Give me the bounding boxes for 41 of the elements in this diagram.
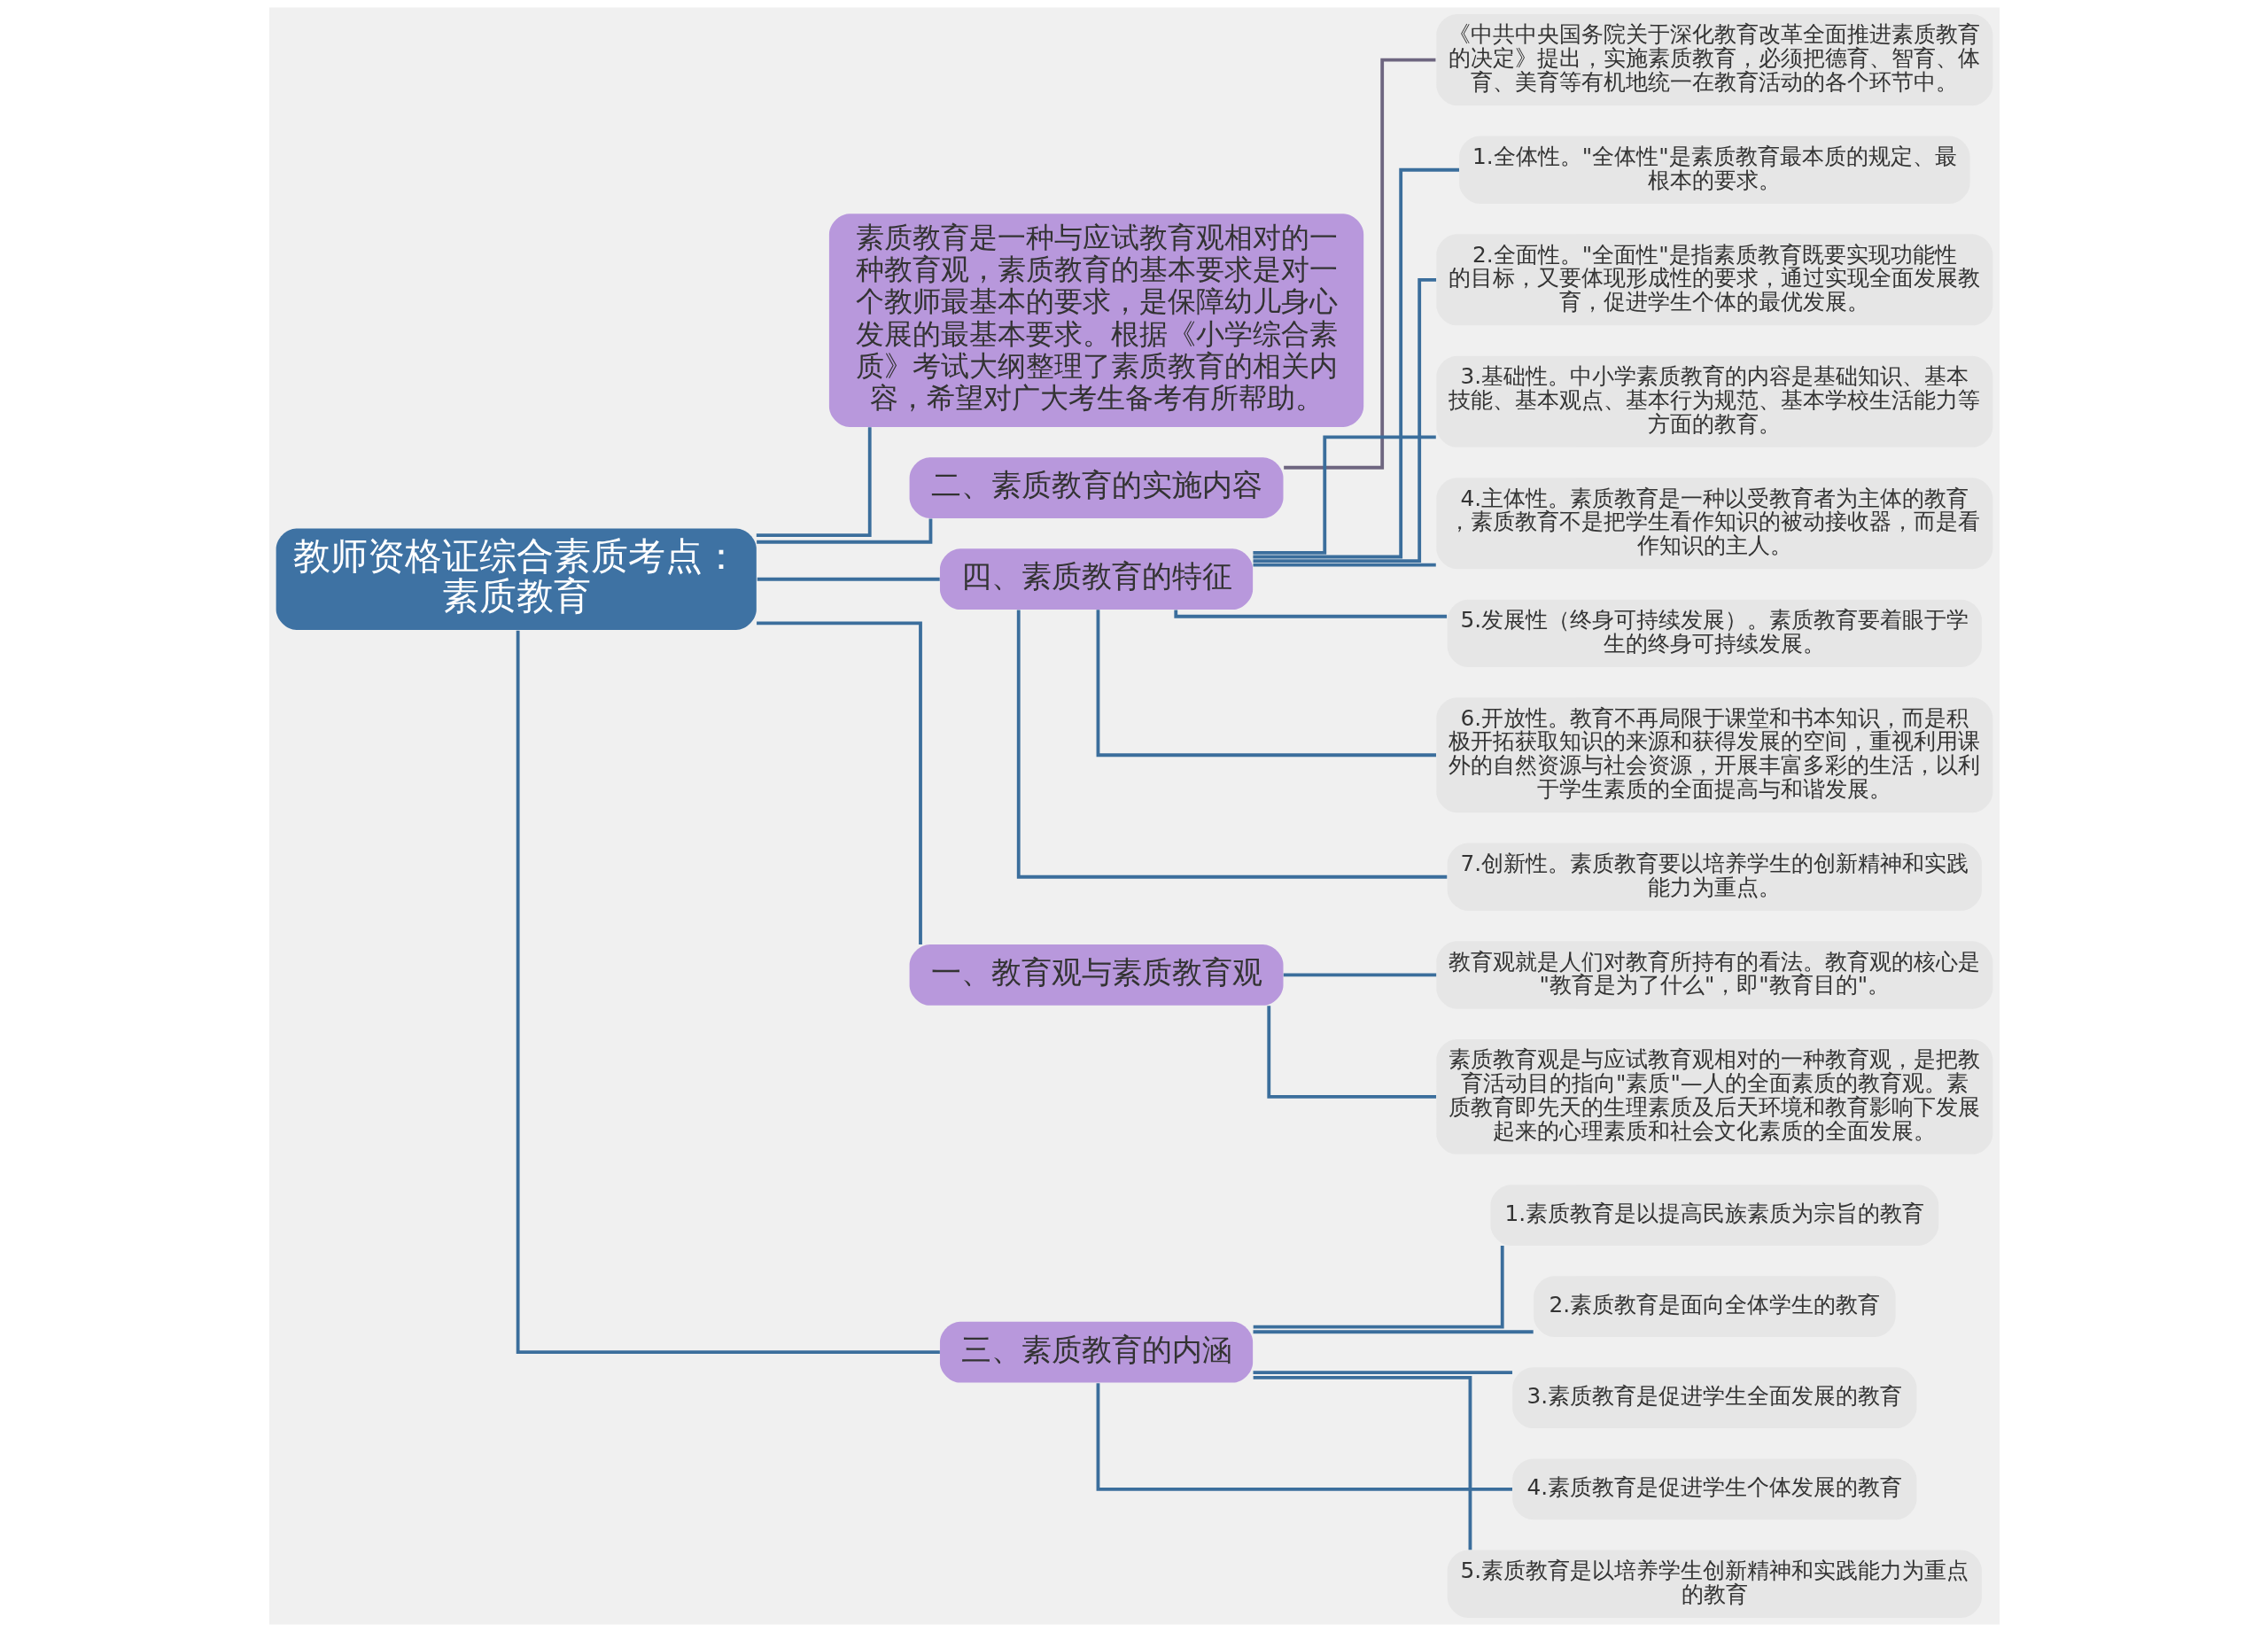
node-box: 4.主体性。素质教育是一种以受教育者为主体的教育，素质教育不是把学生看作知识的被动接收器，而是看作知识的主人。 (1435, 478, 1992, 570)
connector (1266, 1006, 1436, 1099)
connector (1173, 610, 1447, 618)
connector (1253, 1375, 1472, 1550)
node-box: 教师资格证综合素质考点：素质教育 (276, 528, 757, 630)
connector (1253, 1371, 1512, 1374)
connector (1016, 610, 1447, 879)
connector (1096, 1383, 1512, 1491)
node-box: 三、素质教育的内涵 (939, 1321, 1253, 1383)
node-box: 7.创新性。素质教育要以培养学生的创新精神和实践能力为重点。 (1447, 843, 1982, 911)
node-box: 6.开放性。教育不再局限于课堂和书本知识，而是积极开拓获取知识的来源和获得发展的空间，重视利用课外的自然资源与社会资源，开展丰富多彩的生活，以利于学生素质的全面提高与和谐发展。 (1435, 697, 1992, 813)
connector (756, 518, 932, 544)
connector (1252, 167, 1459, 559)
node-box: 1.全体性。"全体性"是素质教育最本质的规定、最根本的要求。 (1458, 136, 1970, 204)
node-box: 1.素质教育是以提高民族素质为宗旨的教育 (1489, 1185, 1938, 1246)
connector (756, 427, 872, 537)
node-box: 《中共中央国务院关于深化教育改革全面推进素质教育的决定》提出，实施素质教育，必须把德育、智育、体育、美育等有机地统一在教育活动的各个环节中。 (1435, 14, 1992, 106)
connector (1283, 973, 1436, 977)
node-box: 一、教育观与素质教育观 (909, 944, 1283, 1006)
node-box: 4.素质教育是促进学生个体发展的教育 (1511, 1458, 1916, 1520)
connector (1252, 435, 1436, 555)
node-box: 2.全面性。"全面性"是指素质教育既要实现功能性的目标，又要体现形成性的要求，通过实现全面发展教育，促进学生个体的最优发展。 (1435, 234, 1992, 326)
connector (1253, 1245, 1504, 1329)
node-box: 3.基础性。中小学素质教育的内容是基础知识、基本技能、基本观点、基本行为规范、基本学校生活能力等方面的教育。 (1435, 355, 1992, 447)
node-box: 四、素质教育的特征 (939, 548, 1253, 610)
connector (516, 630, 940, 1355)
node-box: 素质教育观是与应试教育观相对的一种教育观，是把教育活动目的指向"素质"—人的全面素质的教育观。素质教育即先天的生理素质及后天环境和教育影响下发展起来的心理素质和社会文化素质的全面发展。 (1435, 1039, 1992, 1154)
node-box: 3.素质教育是促进学生全面发展的教育 (1511, 1367, 1916, 1429)
connector (1096, 610, 1436, 758)
connector (1283, 58, 1435, 470)
connector (1253, 1330, 1534, 1334)
node-box: 2.素质教育是面向全体学生的教育 (1533, 1276, 1896, 1337)
node-box: 素质教育是一种与应试教育观相对的一种教育观，素质教育的基本要求是对一个教师最基本的要求，是保障幼儿身心发展的最基本要求。根据《小学综合素质》考试大纲整理了素质教育的相关内容，希望对广大考生备考有所帮助。 (828, 214, 1363, 427)
node-box: 二、素质教育的实施内容 (909, 457, 1283, 518)
connector (757, 577, 940, 581)
connector (1253, 563, 1436, 567)
connector (756, 621, 922, 944)
node-box: 5.素质教育是以培养学生创新精神和实践能力为重点的教育 (1447, 1550, 1982, 1618)
connector (1253, 277, 1436, 563)
node-box: 5.发展性（终身可持续发展）。素质教育要着眼于学生的终身可持续发展。 (1447, 599, 1982, 667)
node-box: 教育观就是人们对教育所持有的看法。教育观的核心是"教育是为了什么"，即"教育目的"。 (1435, 941, 1992, 1009)
